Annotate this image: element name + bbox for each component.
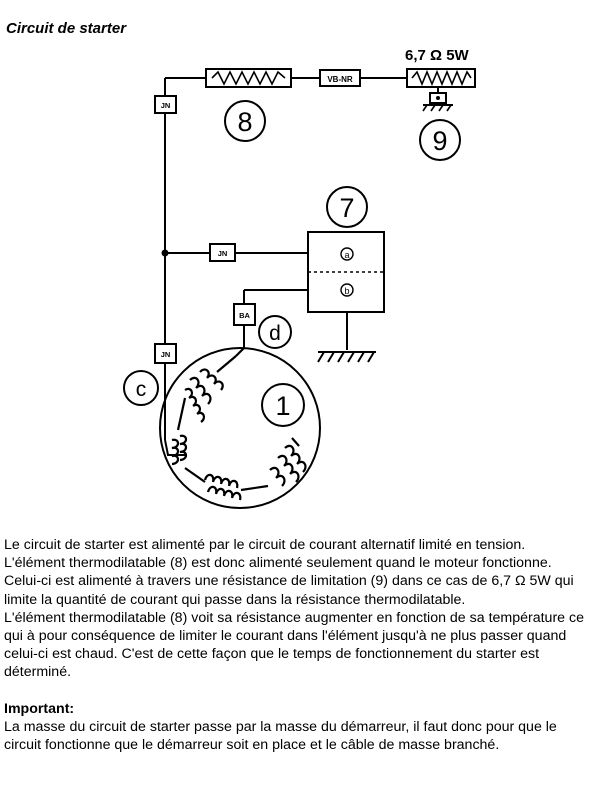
connector-ba: BA — [233, 303, 256, 326]
svg-text:c: c — [136, 378, 147, 401]
starter-circuit-diagram: VB-NR JN JN JN BA a b — [123, 47, 476, 509]
paragraph-2: L'élément thermodilatable (8) est donc a… — [4, 555, 574, 608]
paragraph-3: L'élément thermodilatable (8) voit sa ré… — [4, 609, 584, 681]
callout-d: d — [258, 315, 292, 349]
connector-jn-top: JN — [154, 95, 177, 114]
callout-7: 7 — [326, 186, 368, 228]
stator-windings — [171, 347, 307, 501]
callout-9: 9 — [419, 119, 461, 161]
stator-1 — [159, 347, 321, 509]
svg-text:JN: JN — [161, 350, 171, 359]
body-text: Le circuit de starter est alimenté par l… — [4, 536, 592, 754]
svg-text:JN: JN — [218, 249, 228, 258]
page-title: Circuit de starter — [6, 20, 127, 37]
callout-c: c — [123, 370, 159, 406]
svg-text:d: d — [269, 322, 281, 345]
connector-vb-nr: VB-NR — [319, 69, 361, 87]
svg-text:JN: JN — [161, 101, 171, 110]
callout-1: 1 — [261, 383, 305, 427]
svg-text:1: 1 — [275, 391, 290, 421]
resistor-rating-label: 6,7 Ω 5W — [405, 47, 470, 64]
connector-jn-bottom: JN — [154, 343, 177, 364]
terminal-b-label: b — [344, 286, 349, 296]
svg-text:7: 7 — [339, 193, 354, 223]
svg-text:BA: BA — [239, 311, 250, 320]
limit-resistor-9 — [406, 68, 476, 112]
junction-dot — [161, 249, 169, 257]
connector-jn-middle: JN — [209, 243, 236, 262]
thermo-resistor-8 — [205, 68, 292, 88]
paragraph-1: Le circuit de starter est alimenté par l… — [4, 537, 526, 553]
important-title: Important: — [4, 700, 75, 717]
ground-symbol — [317, 351, 375, 363]
starter-element-7: a b — [307, 231, 385, 313]
circuit-wires — [164, 77, 407, 440]
svg-text:9: 9 — [432, 126, 447, 156]
svg-text:VB-NR: VB-NR — [327, 75, 353, 84]
svg-text:8: 8 — [237, 107, 252, 137]
terminal-a-label: a — [344, 250, 349, 260]
callout-8: 8 — [224, 100, 266, 142]
important-text: La masse du circuit de starter passe par… — [4, 718, 557, 754]
